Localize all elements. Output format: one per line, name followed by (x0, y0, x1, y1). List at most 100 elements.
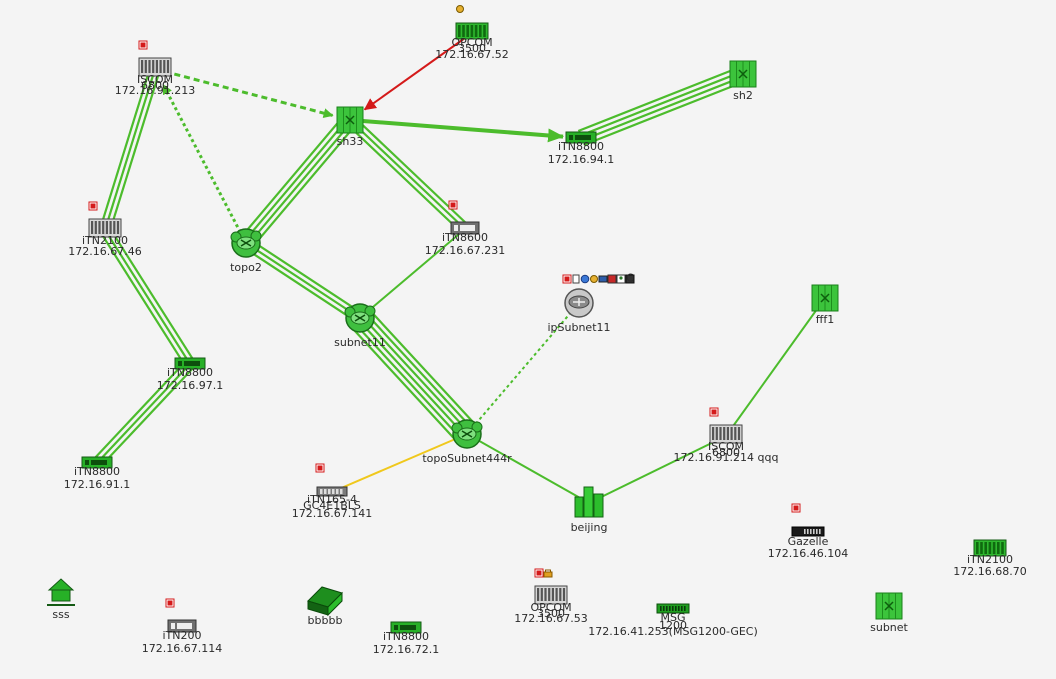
monitor-icon (598, 275, 608, 283)
green-switch-device-icon: iTN8800 (74, 456, 120, 478)
node-fff1[interactable]: fff1 (811, 284, 839, 326)
link-itn8800-97-to-itn8800-91[interactable] (92, 359, 195, 468)
link-iscom-214-to-fff1[interactable] (725, 297, 826, 437)
node-sss[interactable]: sss (47, 578, 75, 621)
link-itn2100-46-to-itn8800-97[interactable] (99, 226, 196, 368)
svg-text:iTN8600: iTN8600 (442, 231, 488, 244)
node-subnet[interactable]: subnet (870, 592, 909, 634)
node-subnet11[interactable]: subnet11 (334, 303, 386, 349)
alarm-icon (165, 598, 175, 608)
svg-text:iTN2100: iTN2100 (82, 234, 128, 247)
alarm-icon (138, 40, 148, 50)
alarm-icon (709, 407, 719, 417)
tool-icon (590, 275, 598, 283)
link-strand (247, 120, 353, 246)
tool-icon (456, 5, 464, 13)
link-line (588, 435, 727, 504)
link-itn8800-94-to-sh2[interactable] (577, 66, 747, 146)
gray-chassis-device-icon: iTN2100 (82, 218, 128, 247)
node-label: 172.16.67.53 (514, 612, 587, 625)
house-device-icon (47, 578, 75, 606)
link-itn8600-231-to-subnet11[interactable] (359, 228, 466, 319)
green-switch-device-icon: iTN8800 (558, 131, 604, 153)
link-topo2-to-subnet11[interactable] (242, 237, 364, 324)
links-layer (92, 32, 826, 504)
link-line (725, 297, 826, 437)
svg-text:iTN2100: iTN2100 (967, 553, 1013, 566)
node-label: sss (52, 608, 69, 621)
link-topo2-to-sh33[interactable] (239, 114, 357, 249)
link-sh33-to-itn8600-231[interactable] (345, 115, 470, 234)
link-beijing-to-iscom-214[interactable] (588, 435, 727, 504)
svg-text:MSG: MSG (661, 611, 686, 624)
green-cube-device-icon (336, 106, 364, 134)
gray-switch-device-icon: iTN8600 (442, 221, 488, 244)
green-cube-device-icon (811, 284, 839, 312)
link-line (162, 84, 248, 244)
link-strand (248, 237, 364, 315)
cloud-device-icon (344, 303, 376, 333)
link-opcom-52-to-sh33[interactable] (363, 32, 473, 111)
link-strand (583, 79, 747, 146)
link-toposubnet444r-to-itn165-141[interactable] (331, 433, 468, 493)
link-strand (243, 117, 349, 243)
node-label: 172.16.94.1 (548, 153, 614, 166)
svg-text:iTN165-4: iTN165-4 (307, 493, 357, 506)
svg-text:3500: 3500 (458, 42, 486, 55)
svg-text:iTN200: iTN200 (163, 629, 202, 642)
link-toposubnet444r-to-beijing[interactable] (466, 433, 590, 504)
node-label: 172.16.67.114 (142, 642, 222, 655)
nodes-layer: OPCOM3500172.16.67.52ISCOM6800172.16.91.… (47, 5, 1027, 656)
link-iscom-213-to-sh33[interactable] (154, 67, 334, 119)
link-sh33-to-itn8800-94[interactable] (349, 118, 565, 143)
stack-device-icon (307, 586, 343, 617)
node-sh2[interactable]: sh2 (729, 60, 757, 102)
alarm-icon (791, 503, 801, 513)
alarm-icon (448, 200, 458, 210)
node-beijing[interactable]: beijing (571, 486, 608, 534)
green-flat-device-icon: MSG1200 (656, 603, 690, 632)
link-ipsubnet11-to-toposubnet444r[interactable] (466, 302, 580, 435)
node-label: 172.16.72.1 (373, 643, 439, 656)
link-line (363, 32, 473, 111)
node-topo2[interactable]: topo2 (230, 228, 262, 274)
link-iscom-213-to-itn2100-46[interactable] (99, 67, 161, 232)
node-sh33[interactable]: sh33 (336, 106, 364, 148)
link-strand (99, 366, 195, 468)
link-strand (99, 232, 187, 368)
link-strand (242, 246, 358, 324)
link-topo2-to-iscom-213[interactable] (162, 84, 248, 244)
node-toposubnet444r[interactable]: topoSubnet444r (422, 419, 512, 465)
node-label: 172.16.67.52 (435, 48, 508, 61)
link-strand (368, 308, 477, 427)
link-strand (577, 66, 741, 133)
c-badge-icon: C (625, 272, 635, 285)
link-strand (579, 70, 743, 137)
cloud-device-icon (451, 419, 483, 449)
node-label: bbbbb (308, 614, 343, 627)
node-bbbbb[interactable]: bbbbb (307, 586, 343, 627)
link-subnet11-to-toposubnet444r[interactable] (350, 308, 477, 444)
link-strand (349, 119, 466, 230)
node-label: topoSubnet444r (422, 452, 512, 465)
node-label: 172.16.68.70 (953, 565, 1026, 578)
link-strand (103, 68, 157, 231)
